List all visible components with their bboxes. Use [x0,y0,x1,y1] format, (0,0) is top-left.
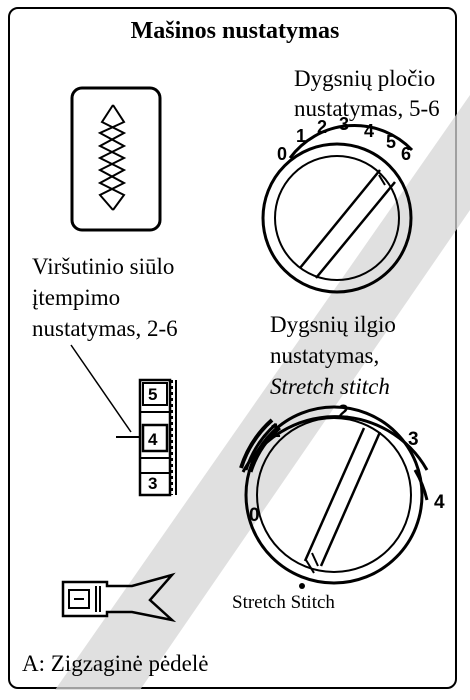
footer-caption: A: Zigzaginė pėdelė [22,651,209,676]
length-label-line1: Dygsnių ilgio [270,312,396,337]
tension-num-3: 3 [148,474,157,493]
width-num-0: 0 [277,144,287,164]
tension-label-line1: Viršutinio siūlo [32,254,175,279]
length-num-0: 0 [249,505,260,526]
width-label-line1: Dygsnių pločio [294,66,436,91]
width-num-2: 2 [317,117,327,137]
width-num-6: 6 [401,144,411,164]
width-label-line2: nustatymas, 5-6 [294,96,440,121]
tension-label-line3: nustatymas, 2-6 [32,316,178,341]
tension-num-4: 4 [148,430,158,449]
page-title: Mašinos nustatymas [130,18,340,44]
diagram-frame [8,7,457,689]
length-num-1: 1 [270,421,281,442]
length-label-line3: Stretch stitch [270,372,390,402]
width-num-3: 3 [339,114,349,134]
length-label-italic: Stretch stitch [270,374,390,399]
width-num-5: 5 [386,132,396,152]
tension-label-line2: įtempimo [32,285,121,310]
length-num-2: 2 [338,402,349,423]
stretch-stitch-label: Stretch Stitch [232,592,335,613]
tension-num-5: 5 [148,385,157,404]
length-label-line2: nustatymas, [270,343,380,368]
width-num-4: 4 [364,121,374,141]
width-num-1: 1 [296,126,306,146]
length-num-4: 4 [434,492,445,513]
length-num-3: 3 [408,429,419,450]
